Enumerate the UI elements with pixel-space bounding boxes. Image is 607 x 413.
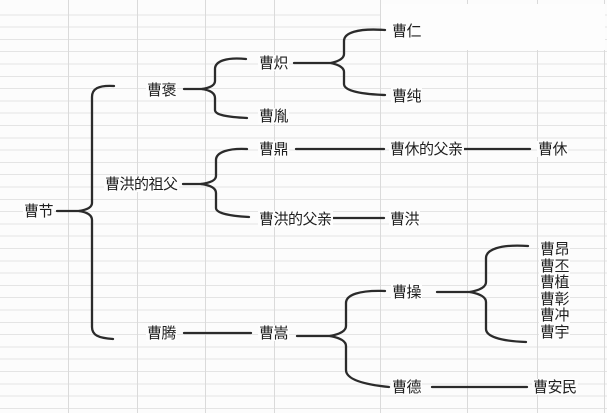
node-cao-de: 曹德 — [391, 378, 423, 396]
grid-column-line — [467, 0, 468, 413]
brace-cao-song-children — [328, 289, 391, 389]
node-cao-chun: 曹纯 — [391, 87, 423, 105]
node-cao-teng: 曹腾 — [146, 324, 178, 342]
node-cao-jie: 曹节 — [23, 202, 55, 220]
node-cao-xiu-fuqin: 曹休的父亲 — [389, 140, 464, 158]
grid-column-line — [68, 0, 69, 413]
brace-cao-cao-children — [468, 244, 530, 344]
grid-column-line — [137, 0, 138, 413]
node-cao-zhang: 曹彰 — [539, 289, 571, 308]
brace-cao-chi-children — [329, 28, 387, 97]
node-cao-anmin: 曹安民 — [532, 378, 578, 396]
node-cao-xiu: 曹休 — [537, 140, 569, 158]
node-cao-hong-fuqin: 曹洪的父亲 — [258, 210, 333, 228]
cao-cao-sons-list: 曹昂 曹丕 曹植 曹彰 曹冲 曹宇 — [539, 240, 571, 341]
brace-cao-hong-zufu-children — [199, 147, 251, 219]
node-cao-bao: 曹褒 — [146, 81, 178, 99]
grid-column-line — [537, 0, 538, 413]
node-cao-ding: 曹鼎 — [258, 140, 290, 158]
node-cao-yin: 曹胤 — [258, 107, 290, 125]
grid-column-line — [274, 0, 275, 413]
node-cao-song: 曹嵩 — [258, 324, 290, 342]
brace-cao-bao-children — [200, 57, 249, 120]
grid-column-line — [205, 0, 206, 413]
grid-column-line — [604, 0, 605, 413]
node-cao-ren: 曹仁 — [391, 22, 423, 40]
node-cao-yu: 曹宇 — [539, 322, 571, 341]
node-cao-ang: 曹昂 — [539, 240, 571, 258]
node-cao-chong: 曹冲 — [539, 306, 571, 324]
brace-cao-jie-children — [77, 84, 116, 341]
node-cao-chi: 曹炽 — [258, 54, 290, 72]
grid-column-line — [380, 0, 381, 413]
node-cao-pi: 曹丕 — [539, 256, 571, 275]
node-cao-zhi: 曹植 — [539, 273, 571, 291]
node-cao-hong-zufu: 曹洪的祖父 — [104, 175, 179, 193]
node-cao-cao: 曹操 — [391, 283, 423, 301]
node-cao-hong: 曹洪 — [389, 210, 421, 228]
